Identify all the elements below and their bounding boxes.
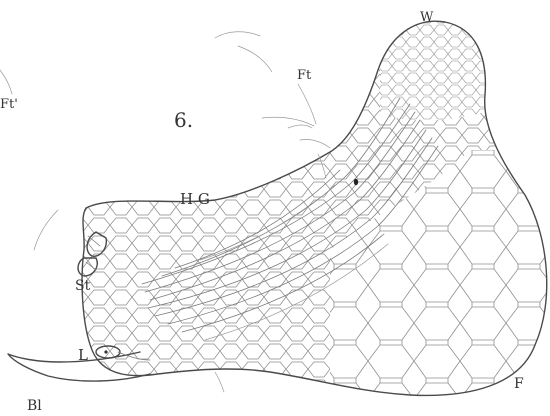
label-Ft: Ft — [297, 68, 312, 83]
cell-tissue — [80, 20, 550, 400]
label-L: L — [78, 346, 88, 364]
figure-number: 6. — [174, 108, 193, 132]
label-F: F — [514, 376, 524, 392]
label-Bl: Bl — [27, 398, 42, 414]
label-HG: H G — [180, 190, 210, 208]
nucleus-dot — [354, 179, 358, 185]
label-W: W — [420, 10, 434, 25]
label-Ft-prime: Ft' — [0, 97, 18, 112]
label-St: St — [75, 278, 91, 294]
